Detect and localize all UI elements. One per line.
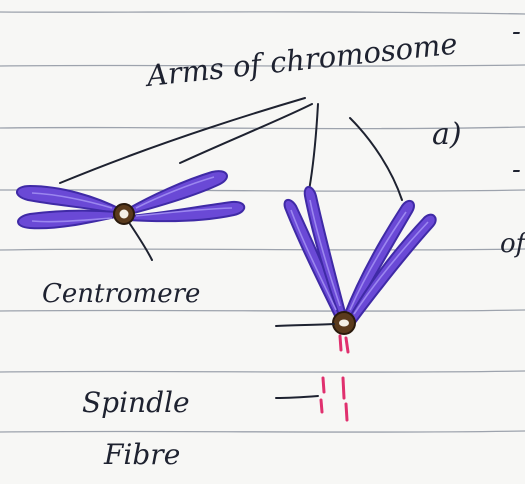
margin-fragment-upper: - [512, 17, 521, 47]
pointer-line-right-chromosome-left [308, 104, 318, 196]
label-centromere: Centromere [42, 279, 200, 309]
label-spindle-line1: Spindle [82, 386, 190, 419]
margin-fragment-lower: of [500, 229, 525, 259]
pointer-line-left-arm [60, 98, 305, 183]
pointer-line-upper-arm [180, 104, 312, 163]
label-arms-of-chromosome: Arms of chromosome [142, 27, 459, 94]
label-question-marker: a) [432, 117, 462, 152]
pointer-line-centromere [130, 224, 152, 260]
chromosome-right [285, 187, 436, 324]
margin-fragment-middle: - [512, 155, 521, 185]
chromosome-left-arm-lower-left [18, 211, 120, 229]
centromere-left-center [120, 210, 129, 219]
label-spindle-line2: Fibre [103, 438, 180, 471]
spindle-fibre [321, 336, 348, 420]
pointer-lines-arms [60, 98, 402, 200]
centromere-right-center [339, 320, 349, 327]
pointer-line-right-chromosome-right [350, 118, 402, 200]
pointer-line-centromere-right [276, 324, 334, 326]
pointer-line-spindle-fibre [276, 396, 318, 398]
